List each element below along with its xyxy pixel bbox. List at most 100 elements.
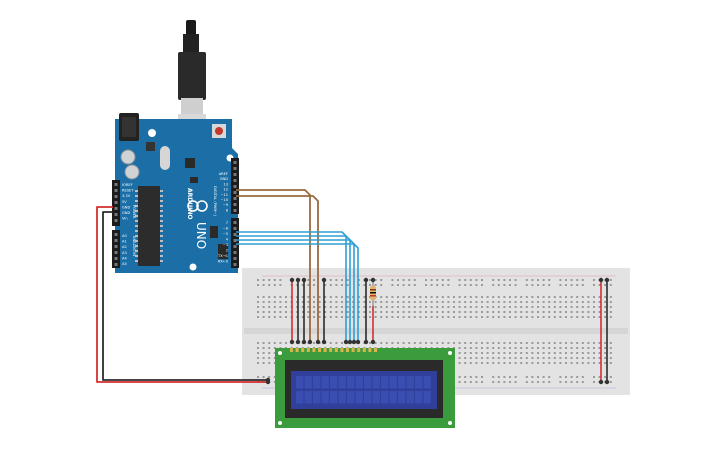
breadboard-hole[interactable] (581, 296, 584, 298)
breadboard-hole[interactable] (542, 362, 545, 364)
breadboard-hole[interactable] (268, 342, 271, 344)
breadboard-hole[interactable] (492, 301, 495, 303)
breadboard-hole[interactable] (565, 362, 567, 364)
header-pin[interactable] (114, 189, 118, 192)
breadboard-hole[interactable] (469, 342, 472, 344)
breadboard-hole[interactable] (413, 301, 416, 303)
breadboard-hole[interactable] (537, 381, 539, 383)
wire-endpoint[interactable] (343, 339, 349, 345)
breadboard-hole[interactable] (285, 311, 287, 313)
wire-blue-d5[interactable] (236, 235, 351, 342)
breadboard-hole[interactable] (324, 311, 327, 313)
breadboard-hole[interactable] (593, 347, 595, 349)
wire-red-5v[interactable] (96, 206, 268, 383)
header-pin[interactable] (233, 239, 237, 242)
breadboard-hole[interactable] (464, 311, 467, 313)
breadboard-hole[interactable] (537, 316, 539, 318)
breadboard-hole[interactable] (469, 296, 472, 298)
breadboard-hole[interactable] (520, 306, 523, 308)
breadboard-hole[interactable] (475, 362, 478, 364)
breadboard-hole[interactable] (576, 311, 579, 313)
breadboard-hole[interactable] (425, 296, 427, 298)
breadboard-hole[interactable] (604, 376, 607, 378)
lcd-pin[interactable] (368, 348, 372, 352)
breadboard-hole[interactable] (520, 347, 523, 349)
breadboard-hole[interactable] (397, 316, 399, 318)
header-pin[interactable] (233, 233, 237, 236)
header-pin[interactable] (114, 183, 118, 186)
header-pin[interactable] (233, 173, 237, 176)
header-pin[interactable] (114, 207, 118, 210)
breadboard-hole[interactable] (542, 296, 545, 298)
breadboard-hole[interactable] (548, 376, 551, 378)
breadboard-hole[interactable] (385, 311, 388, 313)
breadboard-hole[interactable] (262, 296, 265, 298)
breadboard-hole[interactable] (453, 296, 455, 298)
breadboard-hole[interactable] (402, 284, 405, 286)
breadboard-hole[interactable] (525, 316, 528, 318)
wire-endpoint[interactable] (351, 339, 357, 345)
breadboard-hole[interactable] (587, 306, 590, 308)
breadboard-hole[interactable] (593, 311, 595, 313)
breadboard-hole[interactable] (475, 306, 478, 308)
breadboard-hole[interactable] (570, 347, 573, 349)
breadboard-hole[interactable] (542, 301, 545, 303)
breadboard-hole[interactable] (408, 311, 411, 313)
breadboard-hole[interactable] (380, 279, 383, 281)
wire-endpoint[interactable] (604, 277, 610, 283)
breadboard-hole[interactable] (369, 301, 371, 303)
breadboard-hole[interactable] (531, 362, 534, 364)
breadboard-hole[interactable] (346, 311, 349, 313)
breadboard-hole[interactable] (598, 342, 601, 344)
breadboard-hole[interactable] (604, 347, 607, 349)
breadboard-hole[interactable] (570, 357, 573, 359)
breadboard-hole[interactable] (335, 301, 338, 303)
breadboard-hole[interactable] (458, 296, 461, 298)
breadboard-hole[interactable] (548, 279, 551, 281)
breadboard-hole[interactable] (430, 316, 433, 318)
breadboard-hole[interactable] (475, 352, 478, 354)
breadboard-hole[interactable] (497, 311, 500, 313)
breadboard-hole[interactable] (329, 279, 332, 281)
breadboard-hole[interactable] (397, 306, 399, 308)
wire-endpoint[interactable] (289, 339, 295, 345)
breadboard-hole[interactable] (436, 279, 439, 281)
breadboard-hole[interactable] (262, 342, 265, 344)
breadboard-hole[interactable] (492, 376, 495, 378)
breadboard-hole[interactable] (374, 311, 377, 313)
breadboard-hole[interactable] (257, 376, 259, 378)
breadboard-hole[interactable] (419, 301, 422, 303)
breadboard-hole[interactable] (408, 301, 411, 303)
breadboard-hole[interactable] (262, 316, 265, 318)
breadboard-hole[interactable] (604, 284, 607, 286)
breadboard-hole[interactable] (341, 284, 343, 286)
breadboard-hole[interactable] (531, 301, 534, 303)
breadboard-hole[interactable] (402, 311, 405, 313)
breadboard-hole[interactable] (268, 296, 271, 298)
breadboard-hole[interactable] (475, 301, 478, 303)
breadboard-hole[interactable] (576, 376, 579, 378)
breadboard-hole[interactable] (609, 352, 612, 354)
breadboard-hole[interactable] (464, 306, 467, 308)
breadboard-hole[interactable] (397, 342, 399, 344)
wire-endpoint[interactable] (265, 377, 271, 383)
breadboard-hole[interactable] (425, 301, 427, 303)
breadboard-hole[interactable] (503, 376, 506, 378)
breadboard-hole[interactable] (464, 347, 467, 349)
breadboard-hole[interactable] (341, 306, 343, 308)
breadboard-hole[interactable] (329, 296, 332, 298)
breadboard-hole[interactable] (374, 279, 377, 281)
breadboard-hole[interactable] (548, 362, 551, 364)
breadboard-hole[interactable] (497, 301, 500, 303)
breadboard-hole[interactable] (257, 342, 259, 344)
lcd-pin[interactable] (295, 348, 299, 352)
breadboard-hole[interactable] (559, 316, 562, 318)
breadboard-hole[interactable] (531, 381, 534, 383)
breadboard-hole[interactable] (257, 279, 259, 281)
breadboard-hole[interactable] (469, 316, 472, 318)
breadboard-hole[interactable] (537, 342, 539, 344)
breadboard-hole[interactable] (313, 311, 315, 313)
breadboard-hole[interactable] (262, 301, 265, 303)
breadboard-hole[interactable] (548, 311, 551, 313)
breadboard-hole[interactable] (520, 352, 523, 354)
